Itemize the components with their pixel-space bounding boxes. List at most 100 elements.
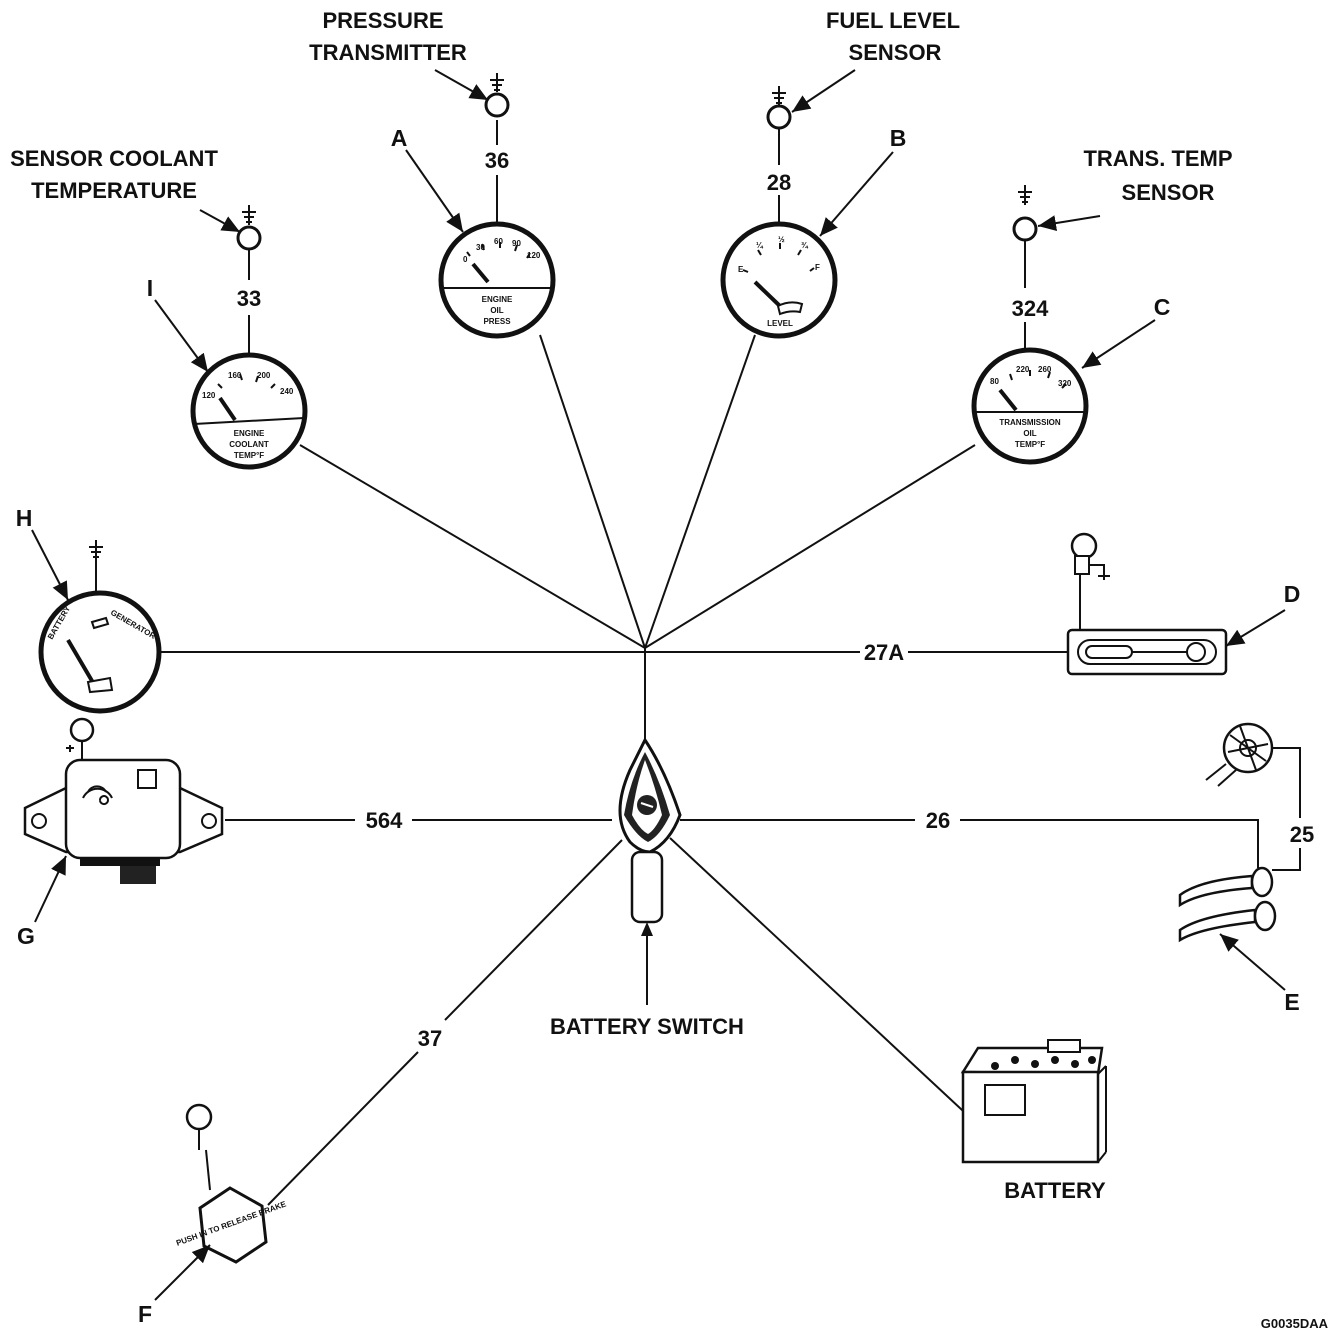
oil-tick-60: 60 (494, 237, 503, 246)
letter-G: G (17, 923, 35, 949)
trans-tick-80: 80 (990, 377, 999, 386)
fuel-level-gauge: E ¼ ½ ¾ F LEVEL (720, 221, 838, 339)
fuel-tick-F: F (815, 263, 820, 272)
parking-brake-knob: PUSH IN TO RELEASE BRAKE (175, 1103, 288, 1264)
arrow-G (34, 855, 67, 923)
label-sensor-coolant-2: TEMPERATURE (31, 178, 197, 203)
arrow-trans-sensor (1037, 215, 1101, 232)
fuel-tick-three-quarter: ¾ (801, 241, 809, 250)
wire-C (644, 444, 976, 649)
wire-I (299, 444, 646, 649)
arrow-I (154, 299, 209, 373)
pressure-transmitter-sensor (484, 73, 510, 118)
fuel-tick-quarter: ¼ (756, 241, 764, 250)
text-labels: PRESSURE TRANSMITTER FUEL LEVEL SENSOR S… (10, 8, 1329, 1331)
label-pressure-transmitter-2: TRANSMITTER (309, 40, 467, 65)
oil-caption-2: OIL (490, 306, 503, 315)
horn-assembly (1178, 722, 1277, 943)
wire-number-37: 37 (418, 1026, 442, 1051)
wire-numbers: 36 28 33 324 27A 564 26 25 37 (237, 148, 1314, 1051)
fuel-level-sensor (766, 86, 792, 130)
letter-I: I (147, 275, 153, 301)
arrow-E (1219, 933, 1286, 991)
wire-37-bottom (267, 1051, 419, 1206)
trans-tick-220: 220 (1016, 365, 1030, 374)
fuel-tick-E: E (738, 265, 744, 274)
letter-A: A (391, 125, 408, 151)
oil-caption-1: ENGINE (482, 295, 513, 304)
voltage-regulator (23, 717, 224, 884)
battery-generator-gauge: BATTERY GENERATOR (38, 540, 162, 714)
trans-caption-1: TRANSMISSION (999, 418, 1061, 427)
coolant-caption-2: COOLANT (229, 440, 269, 449)
letter-F: F (138, 1301, 152, 1327)
trans-temp-sensor (1012, 185, 1038, 242)
oil-tick-30: 30 (476, 243, 485, 252)
wire-number-28: 28 (767, 170, 791, 195)
arrow-A (405, 149, 464, 233)
wire-number-33: 33 (237, 286, 261, 311)
label-sensor-coolant-1: SENSOR COOLANT (10, 146, 218, 171)
label-battery: BATTERY (1004, 1178, 1106, 1203)
wire-battery (669, 837, 1006, 1151)
wire-number-26: 26 (926, 808, 950, 833)
light-switch (1066, 532, 1228, 676)
wiring-lines (160, 120, 1301, 1206)
component-letters: A B C D E F G H I (16, 125, 1301, 1327)
letter-D: D (1284, 581, 1301, 607)
wire-number-564: 564 (366, 808, 403, 833)
battery-switch (618, 737, 682, 1005)
arrow-F (154, 1244, 211, 1301)
fuel-caption: LEVEL (767, 319, 793, 328)
label-fuel-level-sensor-2: SENSOR (849, 40, 942, 65)
arrow-C (1081, 319, 1156, 369)
battery (960, 1039, 1107, 1164)
oil-pressure-gauge: 0 30 60 90 120 ENGINE OIL PRESS (438, 221, 556, 339)
trans-caption-3: TEMP°F (1015, 440, 1045, 449)
wire-A (539, 334, 646, 649)
arrow-H (31, 529, 69, 601)
wire-25-top (1272, 747, 1301, 818)
wire-37-top (444, 839, 623, 1021)
leader-arrows (31, 69, 1286, 1301)
label-pressure-transmitter-1: PRESSURE (322, 8, 443, 33)
coolant-tick-120: 120 (202, 391, 216, 400)
wire-number-27A: 27A (864, 640, 904, 665)
arrow-D (1225, 609, 1286, 647)
coolant-tick-200: 200 (257, 371, 271, 380)
coolant-tick-160: 160 (228, 371, 242, 380)
arrow-pressure-transmitter (434, 69, 489, 101)
wire-B (644, 334, 756, 649)
wire-26-right (960, 819, 1259, 868)
label-battery-switch: BATTERY SWITCH (550, 1014, 744, 1039)
coolant-temperature-sensor (236, 205, 262, 251)
wire-number-36: 36 (485, 148, 509, 173)
label-trans-temp-1: TRANS. TEMP (1083, 146, 1232, 171)
oil-tick-0: 0 (463, 255, 468, 264)
letter-H: H (16, 505, 33, 531)
wire-number-25: 25 (1290, 822, 1314, 847)
trans-tick-320: 320 (1058, 379, 1072, 388)
letter-B: B (890, 125, 907, 151)
oil-caption-3: PRESS (483, 317, 511, 326)
oil-tick-90: 90 (512, 239, 521, 248)
coolant-temperature-gauge: 120 160 200 240 ENGINE COOLANT TEMP°F (190, 352, 308, 470)
wire-25-bottom (1272, 848, 1301, 871)
label-trans-temp-2: SENSOR (1122, 180, 1215, 205)
trans-tick-260: 260 (1038, 365, 1052, 374)
oil-tick-120: 120 (527, 251, 541, 260)
letter-C: C (1154, 294, 1171, 320)
transmission-temperature-gauge: 80 220 260 320 TRANSMISSION OIL TEMP°F (971, 347, 1089, 465)
trans-caption-2: OIL (1023, 429, 1036, 438)
arrow-coolant-sensor (199, 209, 241, 233)
wire-number-324: 324 (1012, 296, 1049, 321)
drawing-code: G0035DAA (1261, 1316, 1329, 1331)
fuel-tick-half: ½ (778, 235, 785, 244)
coolant-caption-3: TEMP°F (234, 451, 264, 460)
arrow-fuel-level-sensor (791, 69, 856, 113)
coolant-caption-1: ENGINE (234, 429, 265, 438)
coolant-tick-240: 240 (280, 387, 294, 396)
letter-E: E (1284, 989, 1299, 1015)
arrow-B (819, 151, 894, 237)
